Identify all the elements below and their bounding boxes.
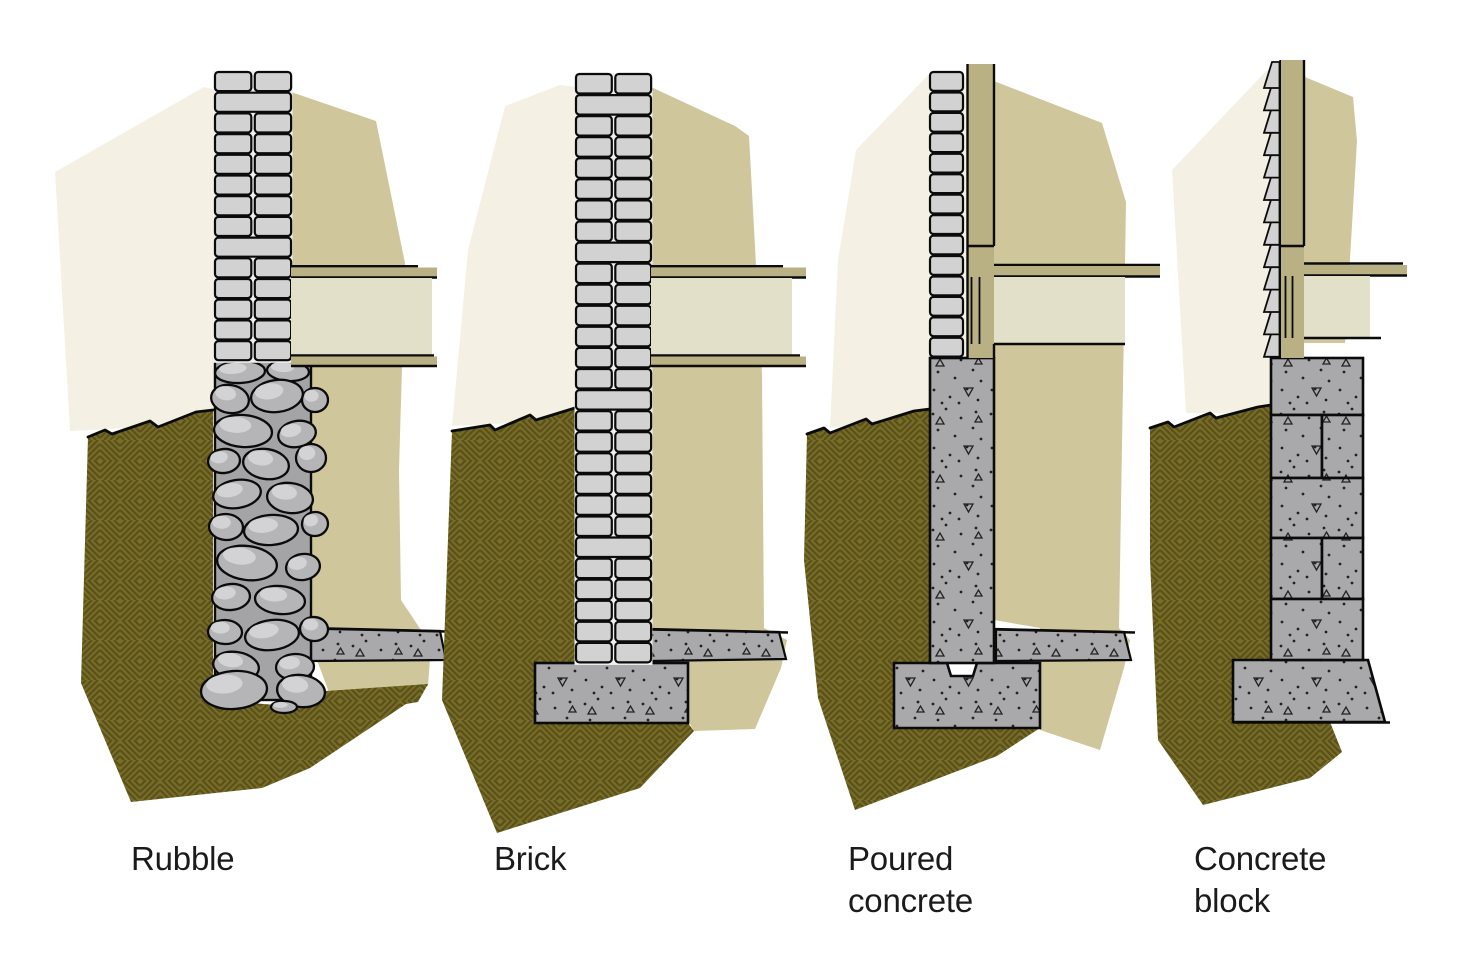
block-frame-and-floor bbox=[1279, 60, 1407, 358]
poured-basement-slab bbox=[994, 627, 1136, 663]
block-footing bbox=[1231, 658, 1390, 724]
poured-concrete-wall bbox=[928, 356, 996, 665]
label-brick: Brick bbox=[494, 840, 567, 877]
panel-brick-art bbox=[442, 72, 806, 833]
brick-basement-slab bbox=[649, 627, 789, 663]
rubble-basement-slab bbox=[309, 626, 448, 663]
label-poured-concrete: Poured concrete bbox=[848, 840, 973, 919]
poured-soil bbox=[804, 407, 1040, 810]
rubble-brick-wall bbox=[213, 70, 293, 363]
rubble-foundation bbox=[199, 358, 330, 715]
brick-floor-framing bbox=[651, 265, 806, 368]
rubble-floor-framing bbox=[291, 265, 437, 368]
concrete-block-wall bbox=[1269, 356, 1365, 662]
poured-footing-with-keyway bbox=[892, 661, 1042, 730]
poured-brick-veneer bbox=[928, 70, 965, 358]
poured-frame-and-floor bbox=[966, 64, 1160, 358]
panel-poured-concrete-art bbox=[804, 64, 1160, 810]
brick-wall-and-foundation bbox=[574, 72, 653, 665]
brick-footing bbox=[533, 661, 690, 725]
panel-rubble-art bbox=[55, 70, 448, 802]
label-concrete-block: Concrete block bbox=[1194, 840, 1327, 919]
rubble-soil bbox=[81, 408, 428, 802]
block-soil bbox=[1148, 403, 1342, 805]
clapboard-siding bbox=[1262, 61, 1281, 358]
label-rubble: Rubble bbox=[131, 840, 235, 877]
panel-concrete-block-art bbox=[1148, 60, 1407, 805]
